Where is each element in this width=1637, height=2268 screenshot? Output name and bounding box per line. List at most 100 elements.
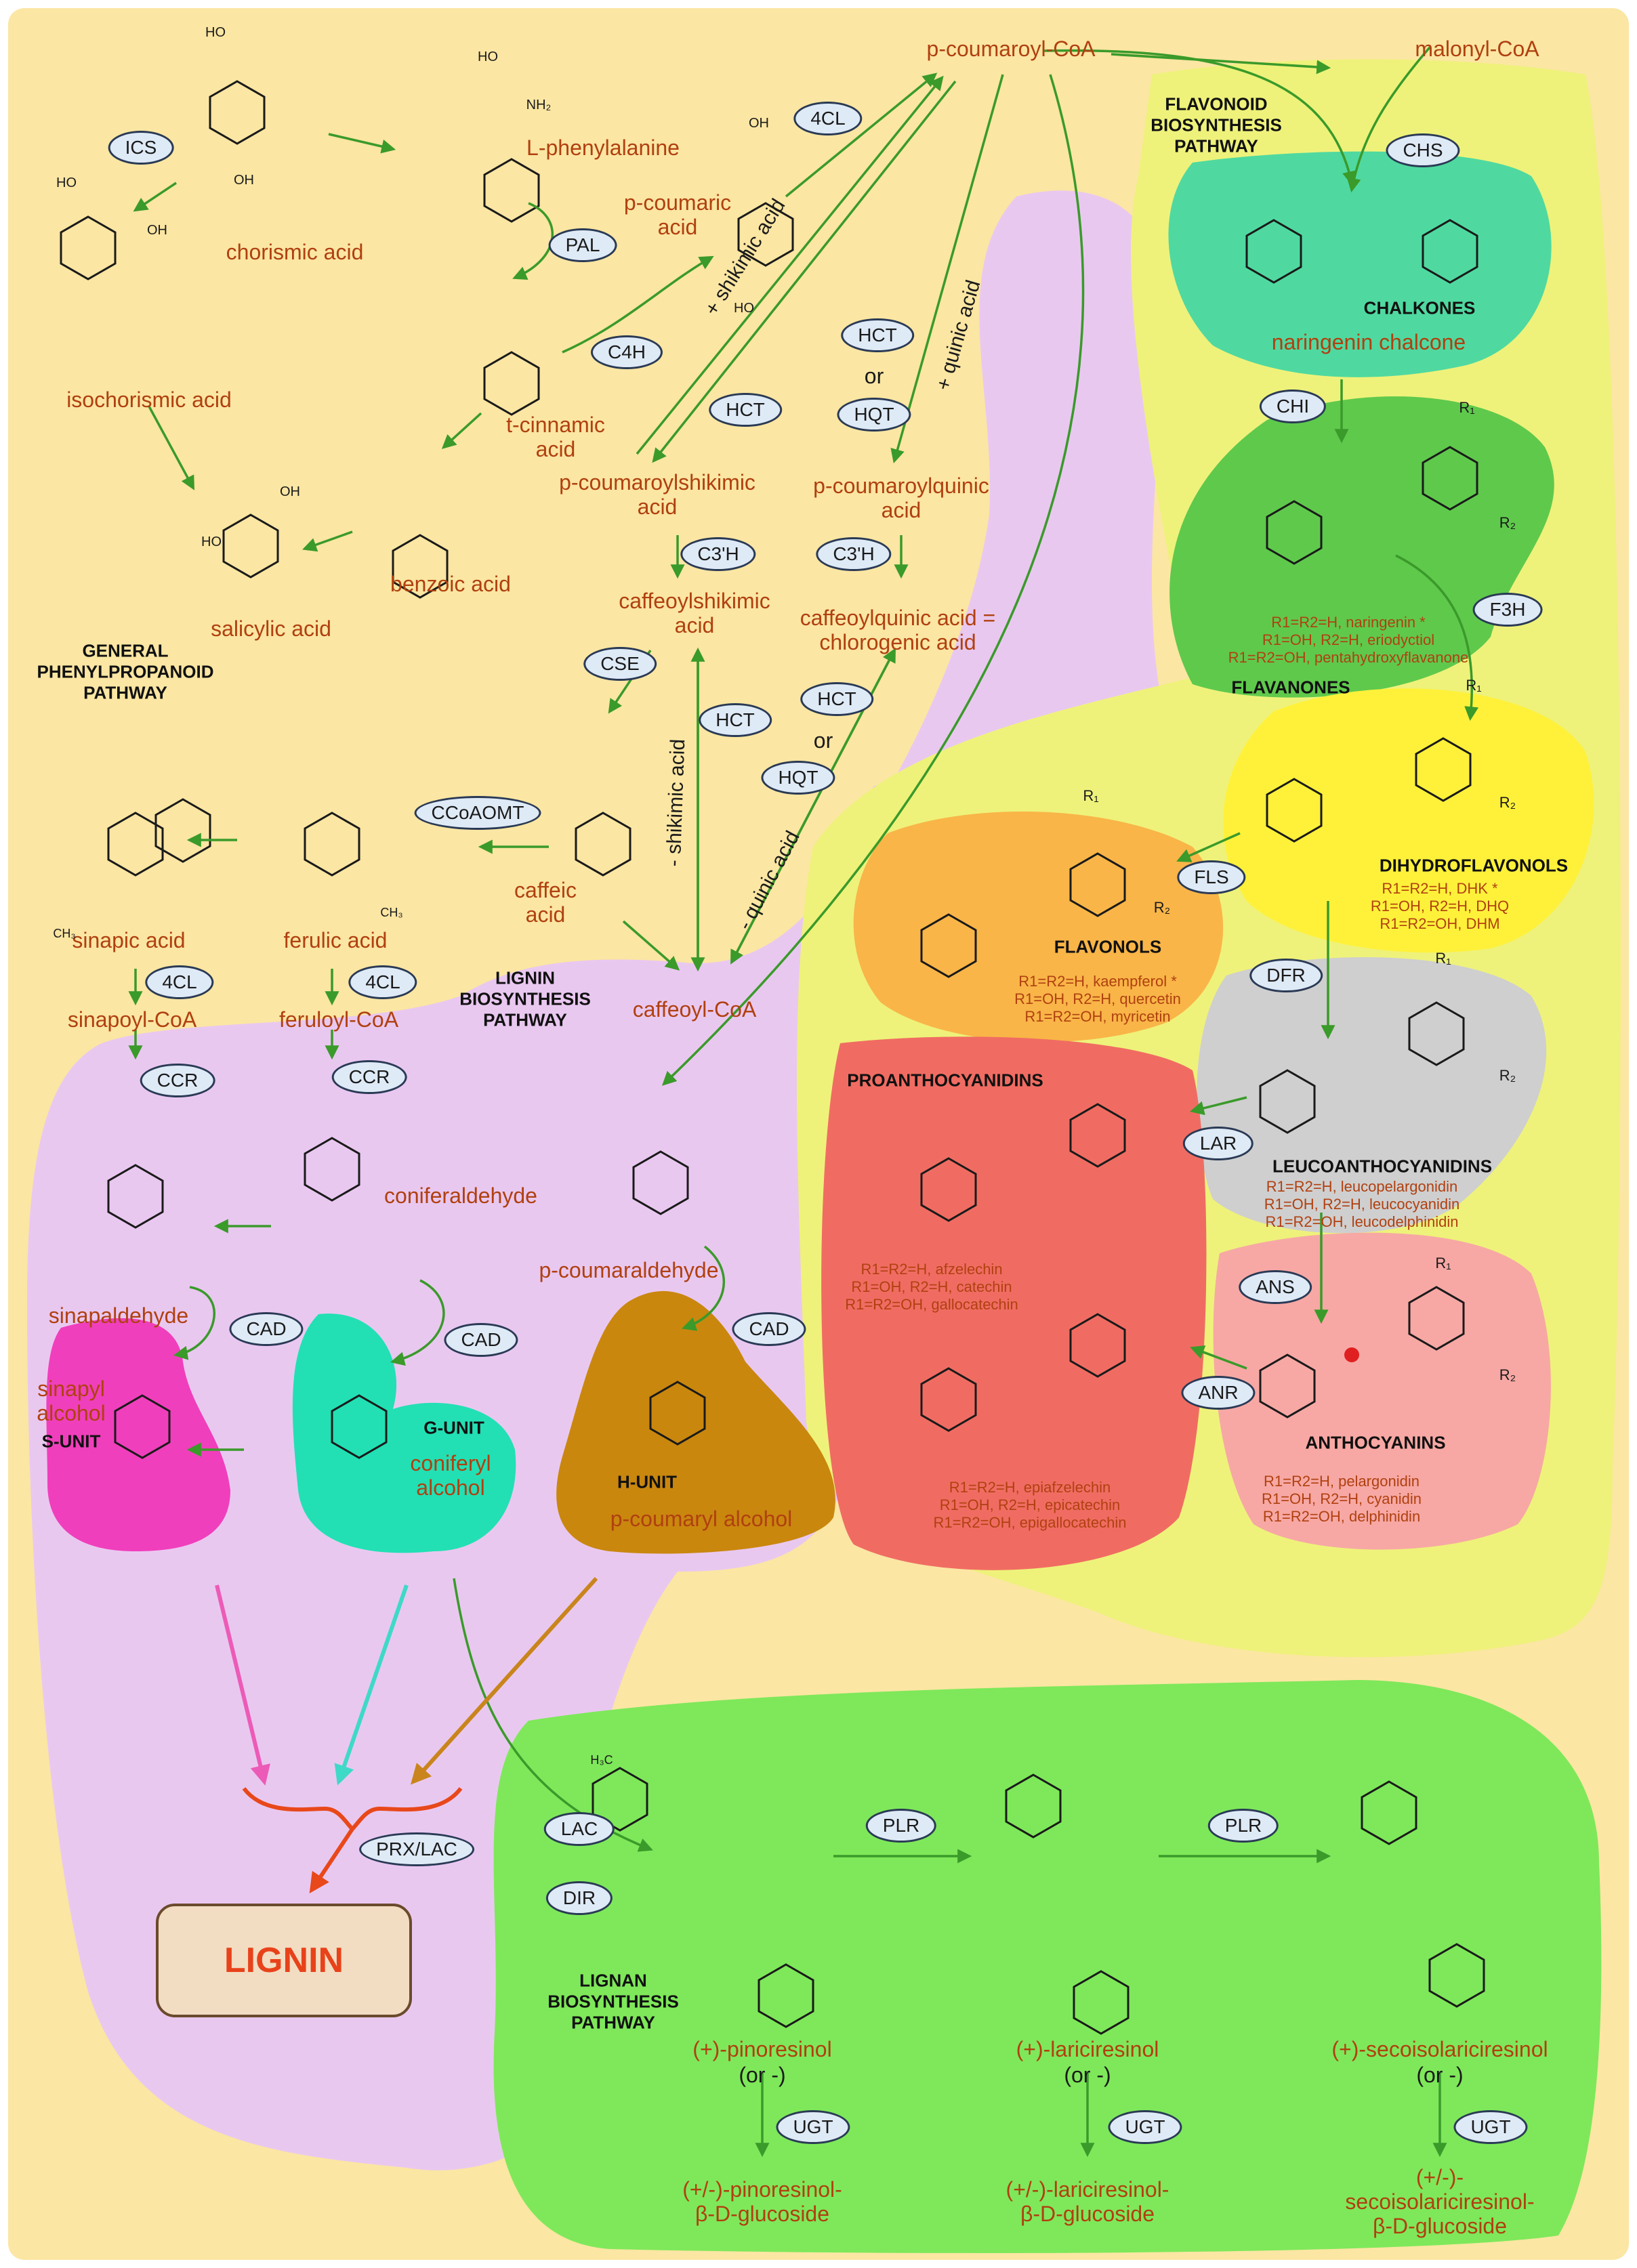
enzyme-hqt-2: HQT [761, 761, 835, 795]
secoisolariciresinol-or-minus: (or -) [1416, 2063, 1464, 2087]
sinapaldehyde-label: sinapaldehyde [48, 1303, 189, 1328]
enzyme-hqt-1: HQT [837, 398, 911, 432]
flavanones-substituents: R1=R2=H, naringenin * R1=OH, R2=H, eriod… [1228, 614, 1469, 666]
isochorismic-acid-label: isochorismic acid [66, 387, 232, 412]
chalkones-blob [1168, 151, 1552, 377]
chalkones-title: CHALKONES [1363, 297, 1476, 318]
coniferaldehyde-label: coniferaldehyde [384, 1183, 537, 1208]
atom-oh-chorismic: OH [234, 173, 254, 188]
atom-nh2: NH₂ [526, 98, 552, 112]
atom-r1-leuco: R₁ [1435, 950, 1451, 967]
atom-r1-antho: R₁ [1435, 1255, 1451, 1272]
caffeic-acid-label: caffeic acid [514, 878, 577, 927]
g-unit-blob [292, 1314, 516, 1553]
benzoic-acid-label: benzoic acid [390, 572, 511, 596]
leucoanthocyanidins-blob [1197, 957, 1547, 1234]
lignin-pathway-title: LIGNIN BIOSYNTHESIS PATHWAY [459, 967, 591, 1030]
dihydroflavonols-substituents: R1=R2=H, DHK * R1=OH, R2=H, DHQ R1=R2=OH… [1370, 880, 1510, 932]
lignan-region [493, 1680, 1602, 2253]
atom-r1-flavonols: R₁ [1083, 787, 1099, 804]
h-unit-title: H-UNIT [617, 1471, 678, 1492]
enzyme-4cl-top: 4CL [793, 102, 863, 135]
enzyme-hct-4: HCT [800, 682, 873, 716]
enzyme-cse: CSE [583, 647, 657, 681]
enzyme-chs: CHS [1386, 133, 1460, 167]
p-coumaraldehyde-label: p-coumaraldehyde [539, 1258, 719, 1282]
enzyme-plr-2: PLR [1207, 1809, 1279, 1843]
enzyme-dir: DIR [545, 1881, 613, 1915]
enzyme-ics: ICS [108, 131, 174, 165]
atom-h3c-pinoresinol: H₃C [590, 1753, 613, 1767]
enzyme-c3h-2: C3'H [816, 537, 892, 571]
p-coumaryl-alcohol-label: p-coumaryl alcohol [610, 1507, 793, 1531]
salicylic-acid-label: salicylic acid [211, 616, 331, 641]
atom-r2-leuco: R₂ [1499, 1067, 1516, 1084]
anthocyanins-substituents: R1=R2=H, pelargonidin R1=OH, R2=H, cyani… [1262, 1473, 1422, 1525]
caffeoylshikimic-acid-label: caffeoylshikimic acid [619, 589, 770, 637]
enzyme-ugt-2: UGT [1108, 2110, 1182, 2144]
enzyme-4cl-sinapoyl: 4CL [145, 965, 214, 999]
enzyme-f3h: F3H [1472, 593, 1543, 627]
flavonoid-pathway-title: FLAVONOID BIOSYNTHESIS PATHWAY [1151, 93, 1282, 156]
lignin-box: LIGNIN [156, 1904, 412, 2017]
enzyme-cad-1: CAD [229, 1312, 304, 1346]
flavonols-substituents: R1=R2=H, kaempferol * R1=OH, R2=H, querc… [1014, 973, 1181, 1025]
proanthocyanidins-substituents-a: R1=R2=H, afzelechin R1=OH, R2=H, catechi… [845, 1261, 1018, 1313]
brace-to-lignin-arrow [309, 1828, 354, 1893]
anthocyanins-title: ANTHOCYANINS [1305, 1432, 1446, 1453]
anthocyanins-blob [1213, 1232, 1551, 1550]
atom-r2-antho: R₂ [1499, 1366, 1516, 1383]
enzyme-cad-3: CAD [732, 1312, 806, 1346]
atom-oh-coumaric-acid: OH [749, 116, 769, 131]
lariciresinol-or-minus: (or -) [1064, 2063, 1111, 2087]
enzyme-pal: PAL [548, 228, 617, 262]
t-cinnamic-acid-label: t-cinnamic acid [506, 413, 605, 461]
enzyme-ccoaomt: CCoAOMT [414, 796, 541, 830]
pinoresinol-glucoside-label: (+/-)-pinoresinol- β-D-glucoside [682, 2177, 842, 2226]
sinapyl-alcohol-label: sinapyl alcohol [37, 1377, 106, 1425]
caffeoylquinic-acid-label: caffeoylquinic acid = chlorogenic acid [800, 606, 996, 654]
secoisolariciresinol-glucoside-label: (+/-)-secoisolariciresinol- β-D-glucosid… [1345, 2165, 1535, 2238]
enzyme-ugt-3: UGT [1453, 2110, 1528, 2144]
leucoanthocyanidins-title: LEUCOANTHOCYANIDINS [1272, 1156, 1493, 1177]
enzyme-hct-3: HCT [699, 703, 772, 737]
l-phenylalanine-label: L-phenylalanine [526, 135, 680, 160]
enzyme-chi: CHI [1259, 390, 1327, 423]
atom-r2-dihydroflavonols: R₂ [1499, 794, 1516, 811]
flavanones-blob [1169, 396, 1554, 698]
or-label-1: or [864, 364, 884, 388]
enzyme-lac: LAC [543, 1812, 615, 1846]
enzyme-c3h-1: C3'H [680, 537, 756, 571]
p-coumaric-acid-label: p-coumaric acid [623, 190, 732, 239]
p-coumaroylquinic-acid-label: p-coumaroylquinic acid [813, 474, 989, 522]
atom-ho-phenylalanine: HO [478, 49, 498, 64]
sinapoyl-coa-label: sinapoyl-CoA [67, 1007, 197, 1032]
chorismic-acid-label: chorismic acid [226, 240, 364, 264]
atom-ch3-ferulic: CH₃ [380, 906, 403, 919]
enzyme-ans: ANS [1239, 1270, 1312, 1304]
proanthocyanidins-blob [821, 1036, 1207, 1570]
lignin-region [27, 190, 1179, 2170]
enzyme-hct-2: HCT [841, 318, 914, 352]
s-unit-blob [46, 1318, 231, 1551]
flavylium-oxygen [1344, 1347, 1359, 1362]
enzyme-4cl-feruloyl: 4CL [348, 965, 417, 999]
leucoanthocyanidins-substituents: R1=R2=H, leucopelargonidin R1=OH, R2=H, … [1264, 1178, 1460, 1230]
atom-oh-isochorismic: OH [147, 223, 167, 238]
malonyl-coa-label: malonyl-CoA [1415, 37, 1539, 61]
s-unit-title: S-UNIT [41, 1431, 101, 1452]
dihydroflavonols-title: DIHYDROFLAVONOLS [1379, 855, 1569, 876]
dihydroflavonols-blob [1223, 688, 1594, 953]
g-unit-title: G-UNIT [423, 1417, 484, 1438]
ferulic-acid-label: ferulic acid [283, 928, 388, 952]
flavanones-title: FLAVANONES [1231, 677, 1350, 698]
or-label-2: or [813, 728, 833, 753]
proanthocyanidins-substituents-b: R1=R2=H, epiafzelechin R1=OH, R2=H, epic… [933, 1479, 1127, 1531]
atom-ho-chorismic: HO [205, 25, 226, 40]
p-coumaroyl-coa-label: p-coumaroyl-CoA [926, 37, 1096, 61]
enzyme-ccr-1: CCR [331, 1060, 407, 1094]
atom-ch3-sinapic: CH₃ [53, 927, 76, 940]
naringenin-chalcone-label: naringenin chalcone [1271, 330, 1466, 354]
enzyme-c4h: C4H [590, 335, 663, 369]
